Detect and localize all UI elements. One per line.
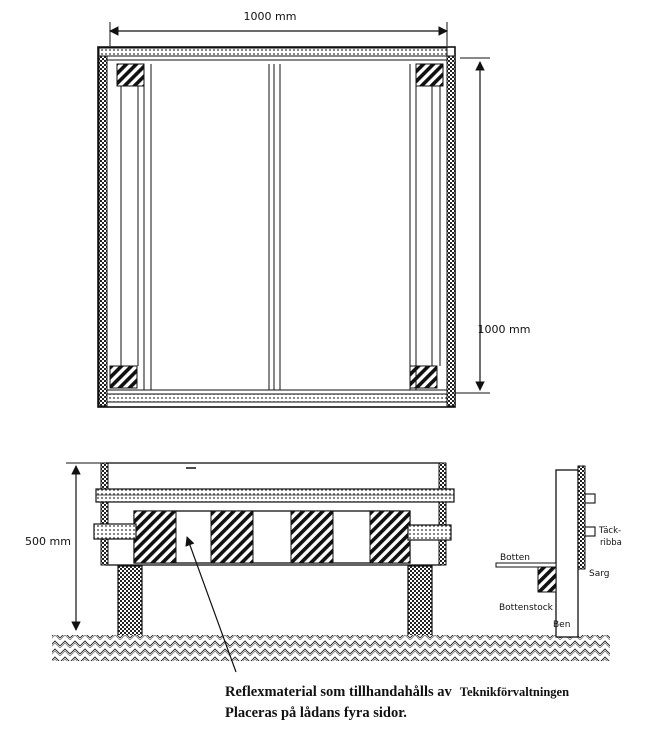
corner-post-top-right bbox=[415, 63, 444, 87]
leg-right bbox=[407, 565, 433, 637]
label-sarg: Sarg bbox=[589, 569, 609, 579]
box-height-dimension-label: 500 mm bbox=[25, 535, 71, 548]
label-botten: Botten bbox=[500, 553, 530, 563]
top-rail bbox=[98, 47, 448, 57]
detail-cover-strip-1 bbox=[584, 493, 596, 504]
reflex-segment-1 bbox=[133, 510, 177, 564]
label-bottenstock: Bottenstock bbox=[499, 603, 554, 613]
cover-rail bbox=[95, 488, 455, 503]
caption-line-1: Reflexmaterial som tillhandahålls av Tek… bbox=[225, 684, 665, 700]
box-outer-frame bbox=[97, 46, 456, 408]
top-view: 1000 mm 1000 mm bbox=[97, 10, 531, 408]
reflex-pointer-arrow bbox=[185, 536, 237, 673]
bottom-rail bbox=[106, 393, 448, 403]
reflex-segment-3 bbox=[290, 510, 334, 564]
corner-post-top-left bbox=[116, 63, 145, 87]
caption-line-2: Placeras på lådans fyra sidor. bbox=[225, 705, 407, 721]
leg-left bbox=[117, 565, 143, 637]
corner-post-bottom-right bbox=[409, 365, 438, 389]
left-wall bbox=[98, 55, 108, 407]
height-dimension-label: 1000 mm bbox=[478, 323, 531, 336]
detail-botten bbox=[495, 562, 557, 568]
side-view: 500 mm bbox=[25, 462, 610, 673]
reflex-segment-4 bbox=[369, 510, 411, 564]
label-ben: Ben bbox=[553, 620, 570, 630]
detail-bottenstock bbox=[537, 566, 557, 593]
right-wall bbox=[446, 55, 456, 407]
detail-leg bbox=[555, 469, 579, 638]
reflex-segment-2 bbox=[210, 510, 254, 564]
corner-post-bottom-left bbox=[109, 365, 138, 389]
detail-sarg bbox=[577, 465, 586, 570]
detail-cover-strip-2 bbox=[584, 526, 596, 537]
label-tackribba-1: Täck- bbox=[598, 526, 621, 536]
ground bbox=[52, 635, 610, 661]
section-detail: Täck- ribba Sarg Botten Bottenstock Ben bbox=[495, 465, 622, 638]
caption-reflex-text: Reflexmaterial som tillhandahålls av bbox=[225, 684, 452, 700]
label-tackribba-2: ribba bbox=[600, 538, 622, 548]
width-dimension-label: 1000 mm bbox=[244, 10, 297, 23]
caption-org-name: Teknikförvaltningen bbox=[459, 685, 570, 699]
